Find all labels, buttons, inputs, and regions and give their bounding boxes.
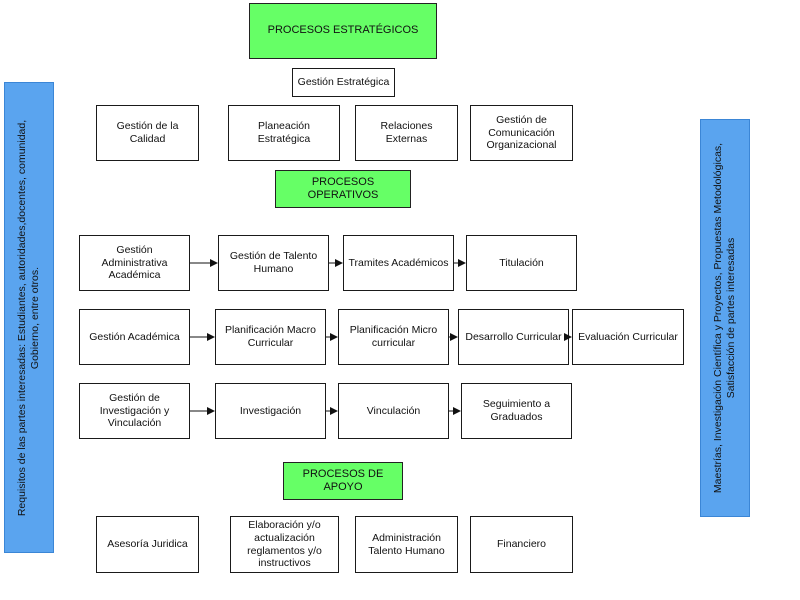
box-vinculacion: Vinculación bbox=[338, 383, 449, 439]
box-planeacion-estrategica: Planeación Estratégica bbox=[228, 105, 340, 161]
box-gestion-talento: Gestión de Talento Humano bbox=[218, 235, 329, 291]
box-financiero: Financiero bbox=[470, 516, 573, 573]
box-gestion-estrategica: Gestión Estratégica bbox=[292, 68, 395, 97]
header-procesos-estrategicos: PROCESOS ESTRATÉGICOS bbox=[249, 3, 437, 59]
box-titulacion: Titulación bbox=[466, 235, 577, 291]
box-gestion-academica: Gestión Académica bbox=[79, 309, 190, 365]
right-sidebar: Maestrías, Investigación Científica y Pr… bbox=[700, 119, 750, 517]
box-tramites-academicos: Tramites Académicos bbox=[343, 235, 454, 291]
box-seguimiento-graduados: Seguimiento a Graduados bbox=[461, 383, 572, 439]
left-sidebar: Requisitos de las partes interesadas: Es… bbox=[4, 82, 54, 553]
box-planificacion-micro: Planificación Micro curricular bbox=[338, 309, 449, 365]
box-planificacion-macro: Planificación Macro Curricular bbox=[215, 309, 326, 365]
box-desarrollo-curricular: Desarrollo Curricular bbox=[458, 309, 569, 365]
box-relaciones-externas: Relaciones Externas bbox=[355, 105, 458, 161]
box-gestion-investigacion: Gestión de Investigación y Vinculación bbox=[79, 383, 190, 439]
box-gestion-comunicacion: Gestión de Comunicación Organizacional bbox=[470, 105, 573, 161]
box-asesoria-juridica: Asesoría Juridica bbox=[96, 516, 199, 573]
left-sidebar-text: Requisitos de las partes interesadas: Es… bbox=[15, 119, 41, 516]
right-sidebar-text: Maestrías, Investigación Científica y Pr… bbox=[711, 142, 737, 494]
box-evaluacion-curricular: Evaluación Curricular bbox=[572, 309, 684, 365]
box-gestion-administrativa: Gestión Administrativa Académica bbox=[79, 235, 190, 291]
box-administracion-talento: Administración Talento Humano bbox=[355, 516, 458, 573]
box-elaboracion-reglamentos: Elaboración y/o actualización reglamento… bbox=[230, 516, 339, 573]
header-procesos-operativos: PROCESOS OPERATIVOS bbox=[275, 170, 411, 208]
box-gestion-calidad: Gestión de la Calidad bbox=[96, 105, 199, 161]
box-investigacion: Investigación bbox=[215, 383, 326, 439]
header-procesos-apoyo: PROCESOS DE APOYO bbox=[283, 462, 403, 500]
